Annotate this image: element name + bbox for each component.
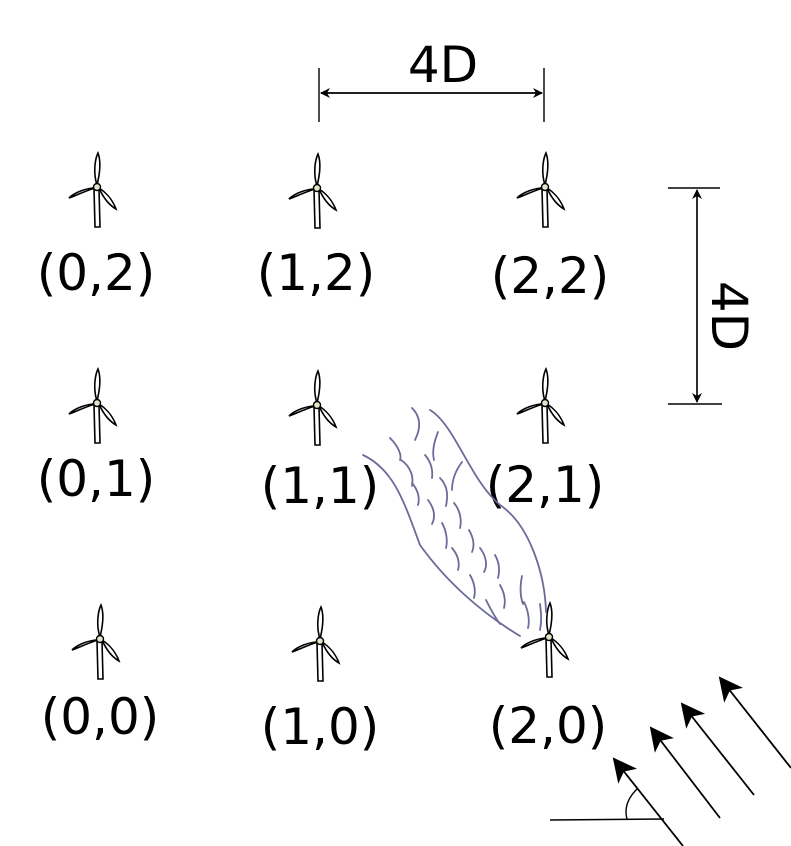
turbine-icon <box>516 152 565 228</box>
turbine-icon <box>68 368 117 444</box>
horizontal-spacing-dimension: 4D <box>318 36 545 122</box>
turbine-icon <box>288 153 337 229</box>
turbine-label-2-2: (2,2) <box>491 247 610 305</box>
wake-region <box>362 407 547 637</box>
turbine-icon <box>288 370 337 446</box>
turbine-icon <box>291 606 340 682</box>
angle-arc <box>625 788 638 820</box>
wake-boundary-left <box>362 454 521 637</box>
wake-boundary-right <box>429 409 547 613</box>
wind-angle-indicator <box>549 788 665 821</box>
turbine-label-2-1: (2,1) <box>486 456 605 514</box>
turbine-label-1-2: (1,2) <box>257 244 376 302</box>
turbine-grid <box>68 152 569 682</box>
turbine-label-0-0: (0,0) <box>41 688 160 746</box>
angle-reference-line <box>549 818 665 821</box>
wind-direction-arrows <box>612 676 791 846</box>
turbine-icon <box>68 152 117 228</box>
turbine-label-1-0: (1,0) <box>261 698 380 756</box>
turbine-icon <box>71 604 120 680</box>
wind-arrow-icon <box>680 702 755 796</box>
turbine-label-2-0: (2,0) <box>489 697 608 755</box>
vertical-spacing-dimension: 4D <box>668 187 758 405</box>
turbine-icon <box>516 368 565 444</box>
wind-arrow-icon <box>612 757 684 846</box>
horizontal-spacing-label: 4D <box>408 36 478 94</box>
wind-arrow-icon <box>649 726 721 819</box>
vertical-spacing-label: 4D <box>700 281 758 351</box>
turbine-label-1-1: (1,1) <box>261 457 380 515</box>
turbine-label-0-1: (0,1) <box>37 450 156 508</box>
turbine-label-0-2: (0,2) <box>37 244 156 302</box>
turbine-labels: (0,2) (1,2) (2,2) (0,1) (1,1) (2,1) (0,0… <box>37 244 610 756</box>
wind-arrow-icon <box>718 676 791 769</box>
